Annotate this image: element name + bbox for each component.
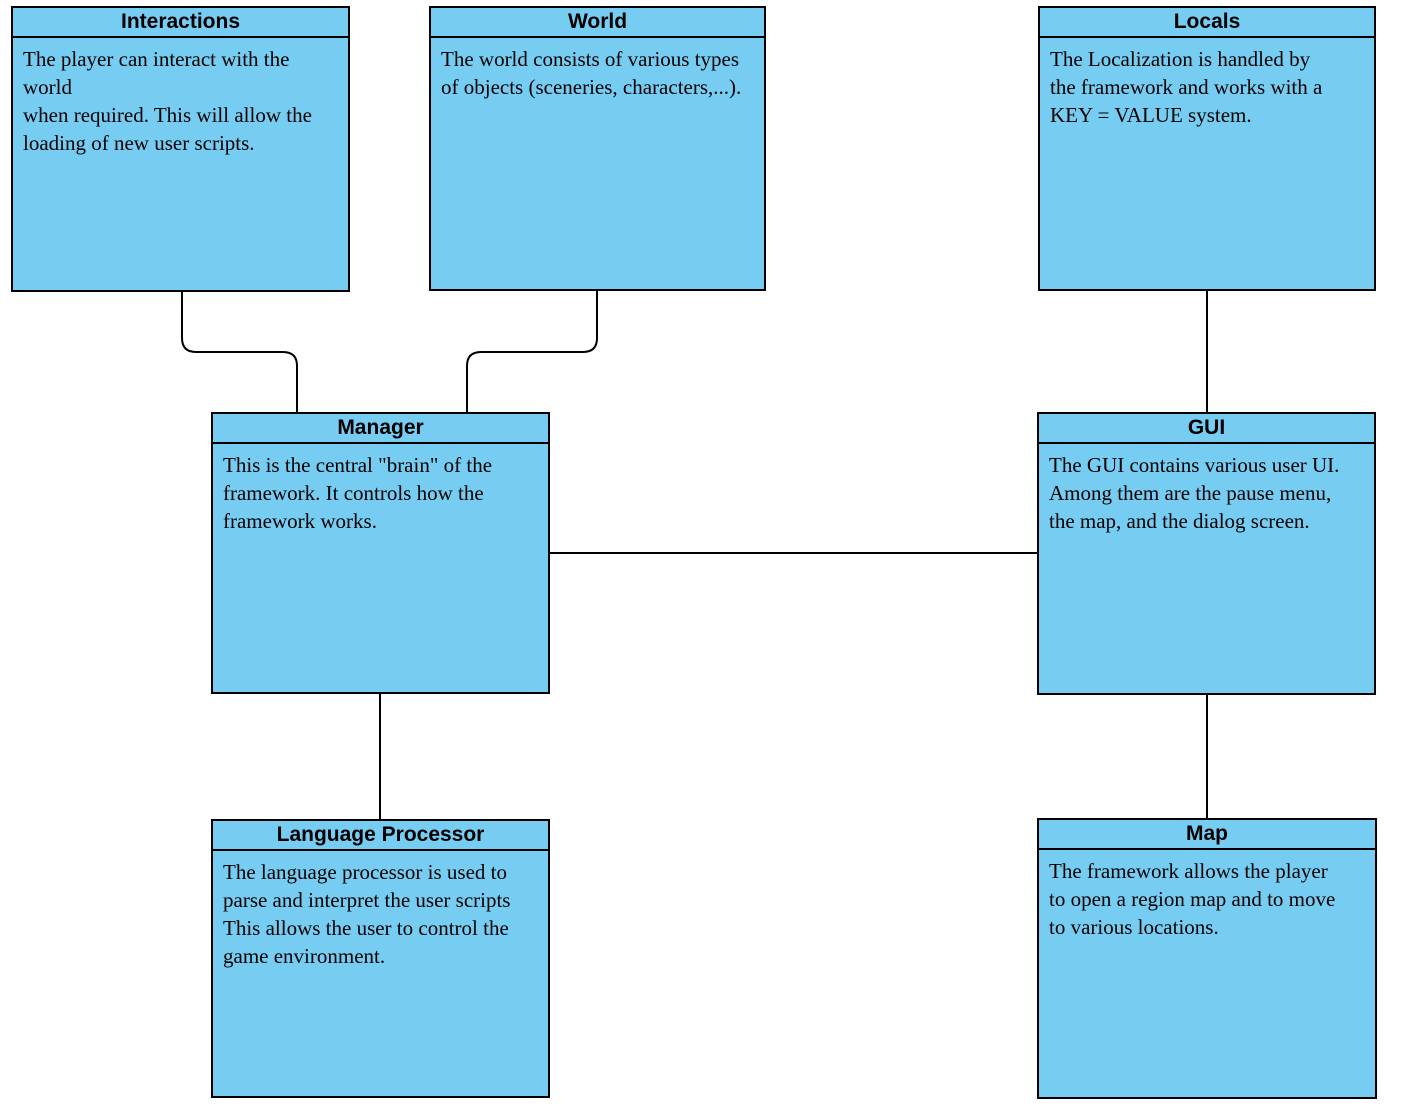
edge-interactions-manager [181,291,298,413]
node-body: The player can interact with the world w… [23,47,312,155]
node-map: Map The framework allows the player to o… [1037,818,1377,1099]
node-world: World The world consists of various type… [429,6,766,291]
node-language-processor: Language Processor The language processo… [211,819,550,1098]
node-body: The framework allows the player to open … [1049,859,1336,939]
node-title: Locals [1040,8,1374,38]
node-title: Map [1039,820,1375,850]
node-title: Language Processor [213,821,548,851]
node-locals: Locals The Localization is handled by th… [1038,6,1376,291]
node-title: Interactions [13,8,348,38]
node-title: GUI [1039,414,1374,444]
node-body: The world consists of various types of o… [441,47,742,99]
node-body: This is the central "brain" of the frame… [223,453,493,533]
node-gui: GUI The GUI contains various user UI. Am… [1037,412,1376,695]
edge-world-manager [466,291,598,413]
node-interactions: Interactions The player can interact wit… [11,6,350,292]
node-title: Manager [213,414,548,444]
node-title: World [431,8,764,38]
node-body: The language processor is used to parse … [223,860,511,968]
node-body: The Localization is handled by the frame… [1050,47,1323,127]
node-manager: Manager This is the central "brain" of t… [211,412,550,694]
node-body: The GUI contains various user UI. Among … [1049,453,1340,533]
